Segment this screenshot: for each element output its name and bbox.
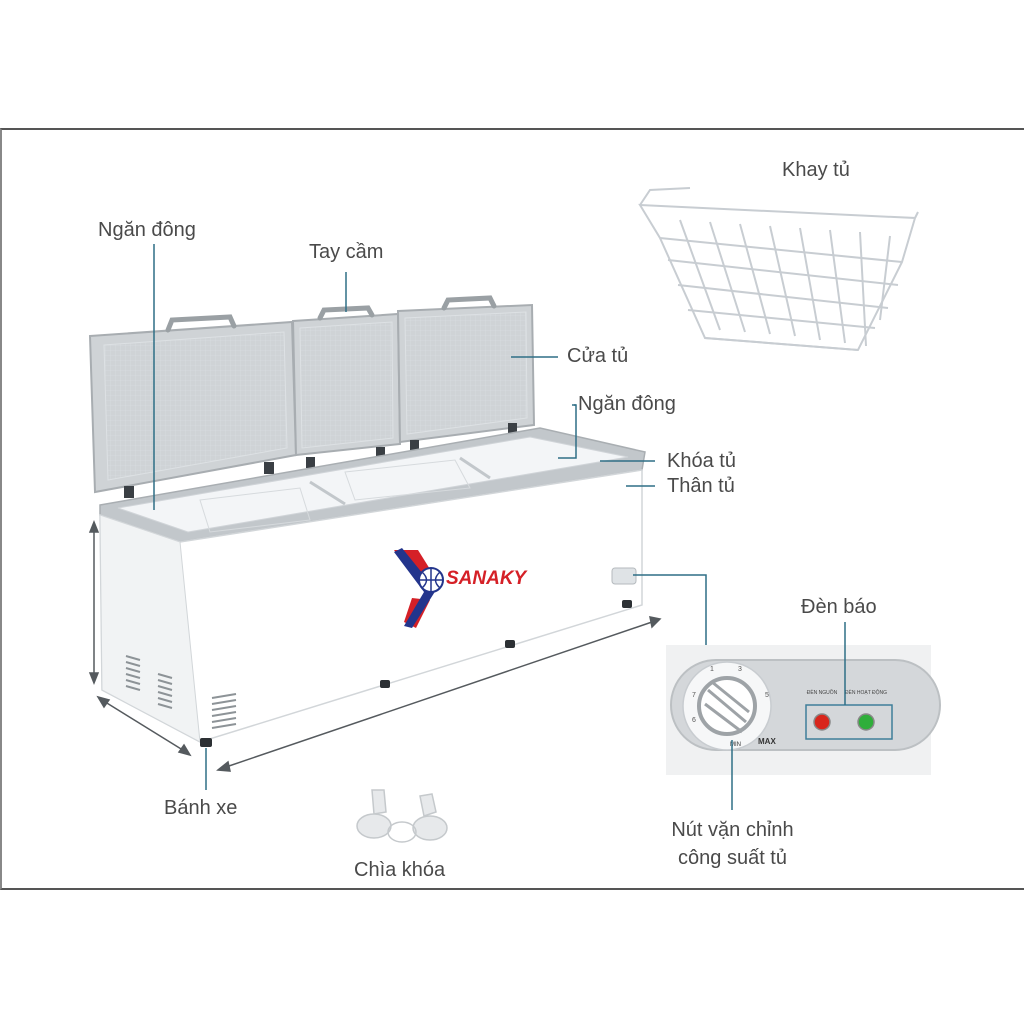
svg-text:MIN: MIN: [730, 742, 741, 748]
svg-text:MAX: MAX: [758, 737, 776, 746]
callout-lines: [153, 244, 846, 810]
dimension-arrows: [88, 519, 662, 772]
svg-text:1: 1: [710, 666, 714, 673]
svg-text:ĐÈN HOẠT ĐỘNG: ĐÈN HOẠT ĐỘNG: [845, 689, 887, 696]
label-banh-xe: Bánh xe: [164, 797, 238, 819]
wheels: [200, 600, 632, 747]
cabinet-top: [99, 427, 646, 543]
freezer-lids: [88, 303, 536, 494]
label-than-tu: Thân tủ: [667, 475, 735, 497]
label-khay-tu: Khay tủ: [782, 159, 850, 181]
label-ngan-dong-right: Ngăn đông: [578, 393, 676, 415]
svg-text:3: 3: [738, 666, 742, 673]
cabinet-vents: [125, 655, 237, 729]
label-den-bao: Đèn báo: [801, 596, 877, 618]
label-khoa-tu: Khóa tủ: [667, 450, 736, 472]
label-cua-tu: Cửa tủ: [567, 345, 629, 367]
label-ngan-dong-left: Ngăn đông: [98, 219, 196, 241]
svg-text:5: 5: [765, 692, 769, 699]
label-nut-van-line2: công suất tủ: [678, 847, 787, 869]
svg-text:ĐÈN NGUỒN: ĐÈN NGUỒN: [807, 689, 838, 696]
keys: [356, 789, 448, 843]
diagram-frame: [0, 128, 1024, 890]
control-panel: 1 3 7 5 6 MAX MIN ĐÈN NGUỒN ĐÈN HOẠT ĐỘNG: [666, 645, 941, 775]
svg-text:7: 7: [692, 692, 696, 699]
wire-basket: [638, 187, 919, 352]
label-chia-khoa: Chìa khóa: [354, 859, 446, 881]
cabinet-body: [99, 469, 643, 743]
svg-text:6: 6: [692, 717, 696, 724]
sanaky-logo: SANAKY: [394, 548, 529, 628]
brand-name: SANAKY: [446, 568, 529, 589]
lid-hinges: [124, 423, 517, 498]
label-tay-cam: Tay cầm: [309, 241, 384, 263]
label-nut-van-line1: Nút vặn chỉnh: [671, 819, 794, 841]
